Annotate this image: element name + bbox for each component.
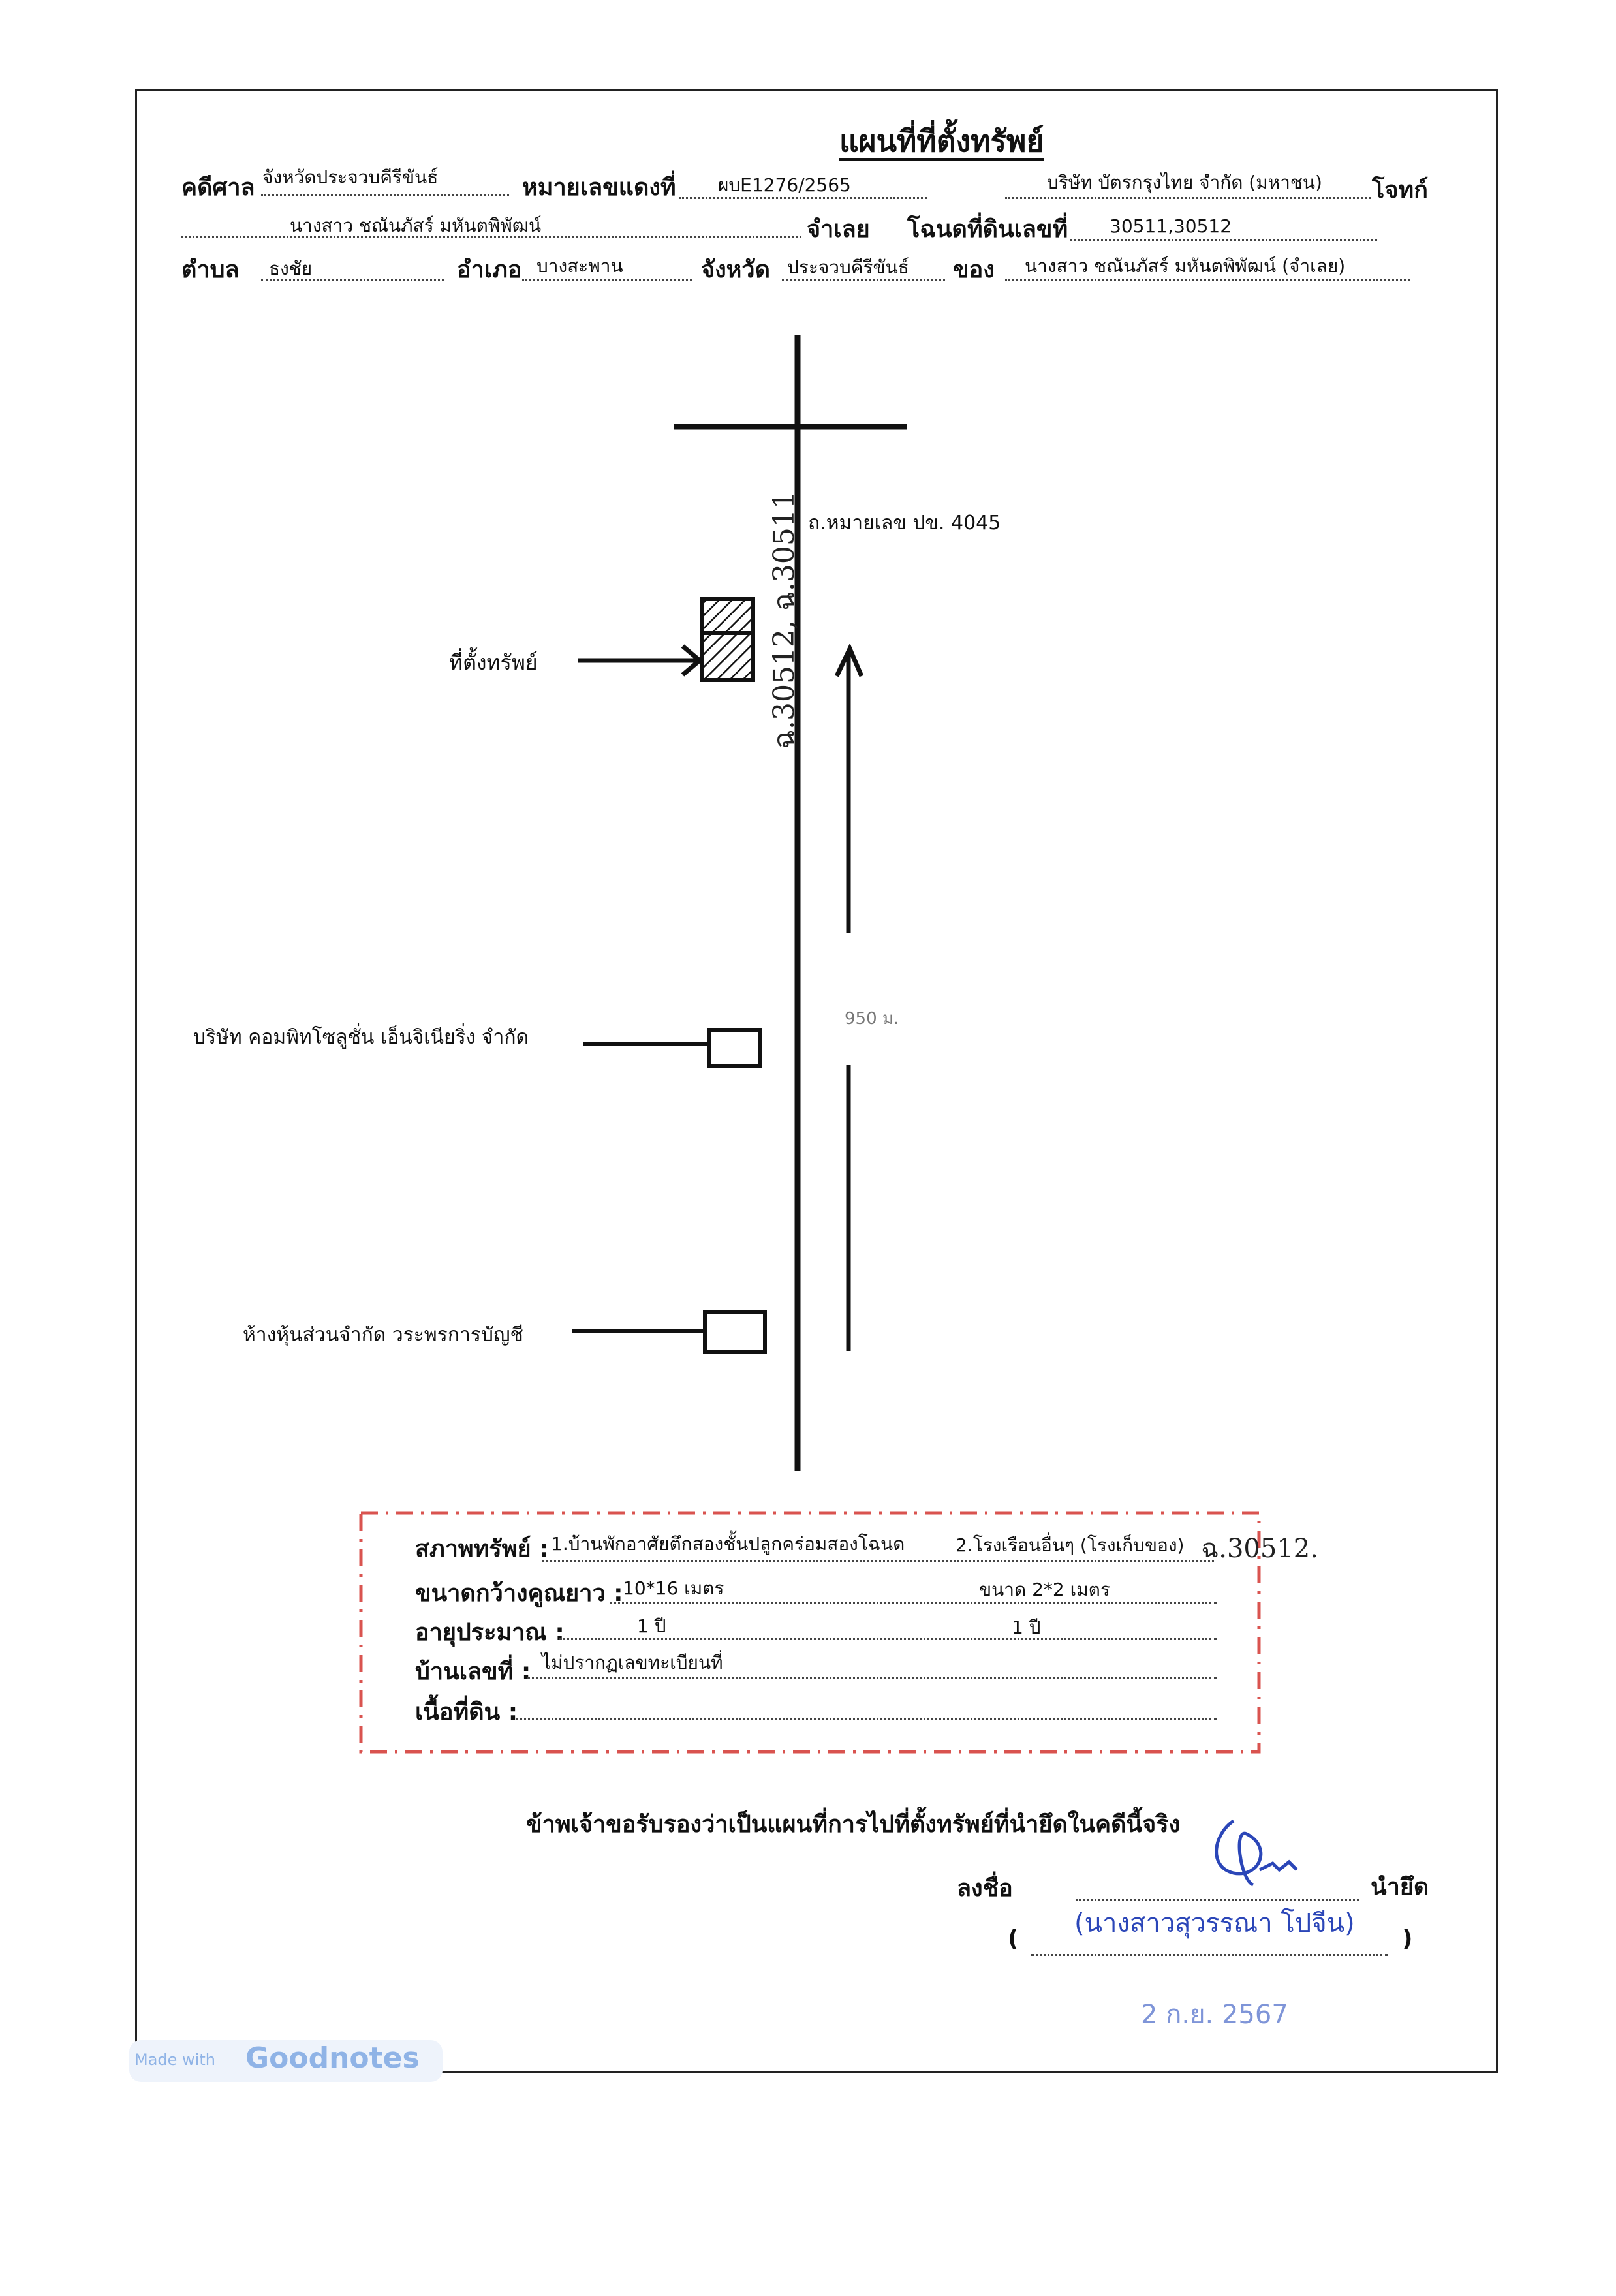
goodnotes-made-with: Made with — [134, 2051, 215, 2069]
landmark1-label: บริษัท คอมพิทโซลูชั่น เอ็นจิเนียริ่ง จำก… — [193, 1026, 529, 1049]
sign-label: ลงชื่อ — [957, 1875, 1013, 1902]
district-label: อำเภอ — [457, 256, 522, 283]
age-label: อายุประมาณ : — [415, 1619, 565, 1646]
asset-value-1: 1.บ้านพักอาศัยตึกสองชั้นปลูกคร่อมสองโฉนด — [551, 1533, 905, 1555]
district-dotline — [522, 279, 692, 281]
case-value: ผบE1276/2565 — [718, 174, 851, 196]
property-marker — [700, 597, 755, 682]
property-label: ที่ตั้งทรัพย์ — [449, 650, 538, 675]
subdistrict-dotline — [261, 279, 444, 281]
subdistrict-label: ตำบล — [181, 256, 240, 283]
owner-label: ของ — [953, 256, 995, 283]
size-dotline — [610, 1602, 1217, 1604]
province-label: จังหวัด — [701, 256, 770, 283]
signature-icon — [1215, 1819, 1298, 1887]
property-arrowhead-icon — [681, 644, 704, 677]
province-dotline — [782, 279, 945, 281]
handwritten-deed-numbers: ฉ.30512, ฉ.30511 — [768, 491, 801, 749]
land-area-dotline — [516, 1718, 1217, 1720]
condition-dashed-border — [359, 1511, 1261, 1754]
role-label: นำยึด — [1371, 1874, 1429, 1900]
landmark2-label: ห้างหุ้นส่วนจำกัด วระพรการบัญชี — [243, 1324, 523, 1346]
distance-arrow-up-icon — [834, 643, 864, 677]
size-value-1: 10*16 เมตร — [623, 1577, 724, 1599]
deed-dotline — [1070, 239, 1377, 241]
date-stamp: 2 ก.ย. 2567 — [1141, 2000, 1288, 2030]
defendant-value: นางสาว ชณันภัสร์ มหันตพิพัฒน์ — [290, 215, 542, 236]
owner-value: นางสาว ชณันภัสร์ มหันตพิพัฒน์ (จำเลย) — [1025, 255, 1346, 277]
goodnotes-badge — [129, 2040, 443, 2082]
court-value: จังหวัดประจวบคีรีขันธ์ — [262, 166, 439, 188]
province-value: ประจวบคีรีขันธ์ — [787, 256, 909, 278]
landmark1-box — [707, 1028, 762, 1068]
court-label: คดีศาล — [181, 174, 255, 201]
subdistrict-value: ธงชัย — [269, 258, 313, 279]
page-title: แผนที่ที่ตั้งทรัพย์ — [839, 123, 1044, 159]
age-value-1: 1 ปี — [637, 1615, 666, 1637]
page-frame — [135, 89, 1498, 2073]
distance-label: 950 ม. — [845, 1009, 899, 1029]
asset-label: สภาพทรัพย์ : — [415, 1536, 549, 1562]
goodnotes-logo-text: Goodnotes — [245, 2041, 420, 2075]
close-paren: ) — [1402, 1925, 1413, 1952]
age-dotline — [559, 1638, 1217, 1640]
house-no-value: ไม่ปรากฏเลขทะเบียนที่ — [542, 1652, 723, 1673]
case-label: หมายเลขแดงที่ — [522, 174, 676, 201]
age-value-2: 1 ปี — [1012, 1617, 1041, 1638]
size-value-2: ขนาด 2*2 เมตร — [979, 1579, 1110, 1600]
signer-dotline — [1031, 1954, 1388, 1956]
asset-value-2: 2.โรงเรือนอื่นๆ (โรงเก็บของ) — [956, 1534, 1185, 1556]
plaintiff-dotline — [1005, 197, 1371, 199]
case-dotline — [679, 197, 927, 199]
plaintiff-label: โจทก์ — [1372, 177, 1428, 204]
defendant-label: จำเลย — [807, 216, 870, 243]
district-value: บางสะพาน — [536, 255, 623, 277]
size-label: ขนาดกว้างคูณยาว : — [415, 1580, 623, 1607]
house-no-label: บ้านเลขที่ : — [415, 1658, 531, 1685]
asset-dotline — [542, 1560, 1214, 1562]
signer-name: (นางสาวสุวรรณา โปจีน) — [1074, 1908, 1355, 1938]
deed-value: 30511,30512 — [1110, 215, 1232, 237]
road-label: ถ.หมายเลข ปข. 4045 — [808, 512, 1001, 535]
certification-statement: ข้าพเจ้าขอรับรองว่าเป็นแผนที่การไปที่ตั้… — [526, 1811, 1181, 1838]
deed-label: โฉนดที่ดินเลขที่ — [907, 216, 1068, 243]
open-paren: ( — [1008, 1925, 1019, 1952]
signature-dotline — [1076, 1899, 1359, 1901]
plaintiff-value: บริษัท บัตรกรุงไทย จำกัด (มหาชน) — [1047, 172, 1322, 193]
house-no-dotline — [527, 1677, 1217, 1679]
landmark2-box — [703, 1310, 767, 1354]
owner-dotline — [1005, 279, 1410, 281]
defendant-dotline — [181, 236, 801, 238]
land-area-label: เนื้อที่ดิน : — [415, 1699, 518, 1726]
court-dotline — [261, 194, 509, 196]
asset-handwritten-deed: ฉ.30512. — [1201, 1534, 1318, 1564]
